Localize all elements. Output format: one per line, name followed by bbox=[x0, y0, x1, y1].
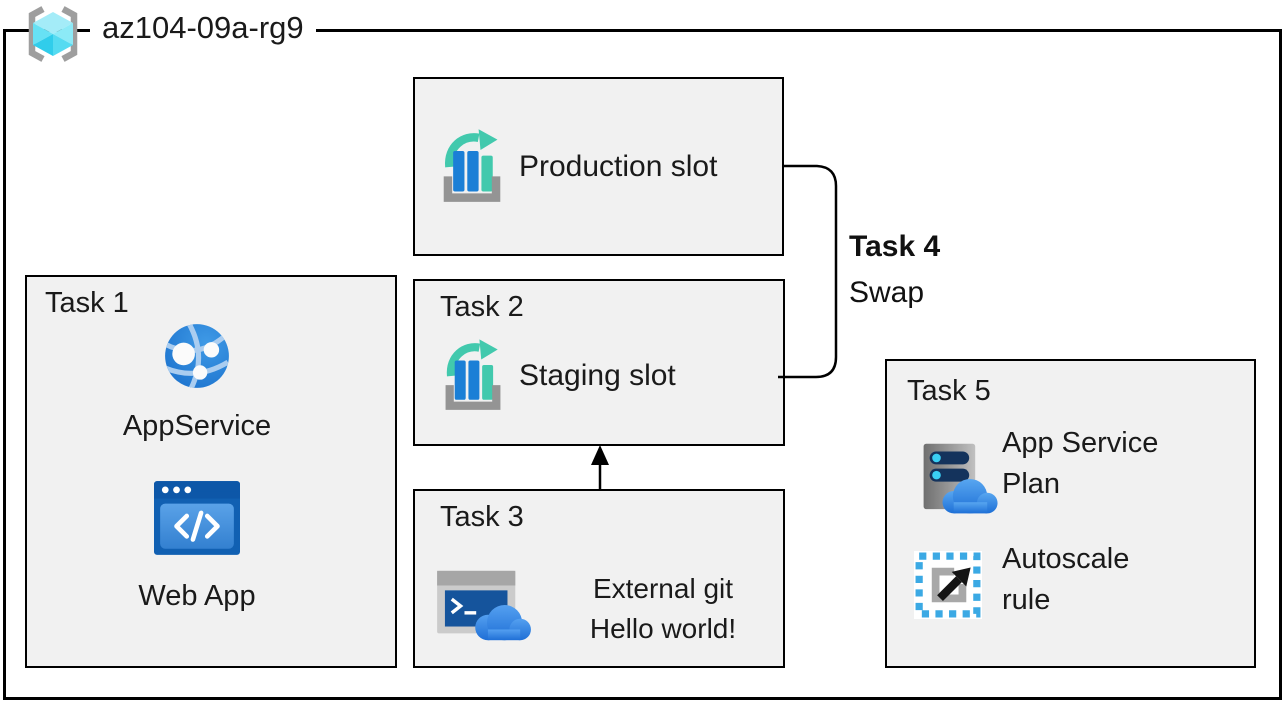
hello-world-label: Hello world! bbox=[589, 613, 737, 644]
resource-group-icon bbox=[28, 6, 78, 62]
task3-title: Task 3 bbox=[440, 501, 524, 533]
swap-label: Swap bbox=[849, 276, 925, 309]
app-service-icon bbox=[165, 324, 229, 388]
app-service-plan-label: App Service Plan bbox=[1002, 423, 1158, 505]
app-service-plan-line2: Plan bbox=[1002, 468, 1061, 500]
production-slot-box: Production slot bbox=[413, 77, 784, 256]
web-app-label: Web App bbox=[138, 580, 256, 612]
staging-slot-label: Staging slot bbox=[519, 359, 676, 392]
external-git-label: External git bbox=[592, 573, 734, 604]
autoscale-line1: Autoscale bbox=[1002, 543, 1130, 575]
task4-title: Task 4 bbox=[849, 230, 941, 263]
autoscale-line2: rule bbox=[1002, 584, 1051, 616]
cloud-shell-icon bbox=[437, 570, 531, 641]
app-service-plan-icon bbox=[923, 443, 998, 514]
web-app-item: Web App bbox=[52, 481, 342, 613]
web-app-icon bbox=[154, 481, 240, 555]
task1-title: Task 1 bbox=[45, 287, 129, 319]
autoscale-icon bbox=[914, 551, 982, 619]
task1-box: Task 1 AppService bbox=[25, 275, 397, 668]
task3-text: External git Hello world! bbox=[547, 569, 779, 649]
autoscale-rule-label: Autoscale rule bbox=[1002, 539, 1129, 621]
deployment-slot-icon bbox=[443, 128, 501, 202]
resource-group-name: az104-09a-rg9 bbox=[90, 10, 316, 46]
app-service-label: AppService bbox=[122, 410, 272, 442]
deployment-slot-icon bbox=[445, 339, 501, 410]
task5-title: Task 5 bbox=[907, 375, 991, 407]
task5-box: Task 5 App Service bbox=[885, 359, 1256, 668]
task2-title: Task 2 bbox=[440, 291, 524, 323]
task4-swap-annotation: Task 4 Swap bbox=[849, 224, 940, 316]
task3-box: Task 3 External git Hello world! bbox=[413, 489, 785, 668]
production-slot-label: Production slot bbox=[519, 149, 718, 183]
app-service-item: AppService bbox=[52, 321, 342, 443]
task2-box: Task 2 Staging slot bbox=[413, 279, 785, 446]
app-service-plan-line1: App Service bbox=[1002, 427, 1159, 459]
